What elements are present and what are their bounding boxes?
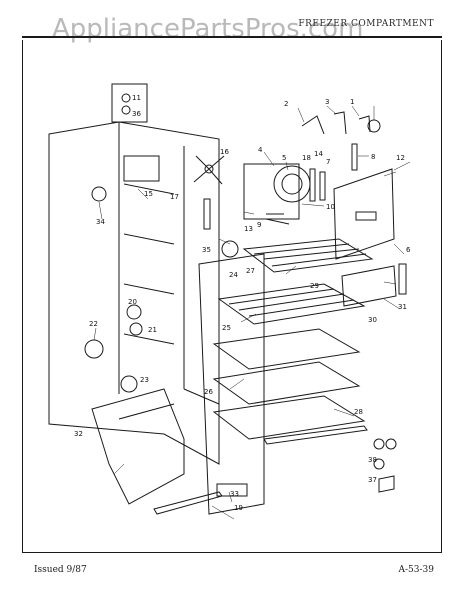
frame-bottom xyxy=(22,552,442,553)
callout-38: 38 xyxy=(368,456,377,464)
frame-right xyxy=(441,40,442,552)
callout-6: 6 xyxy=(406,246,411,254)
callout-1: 1 xyxy=(350,98,354,106)
callout-10: 10 xyxy=(326,203,335,211)
hinge-part xyxy=(91,186,107,202)
callout-7: 7 xyxy=(326,158,330,166)
callout-33: 33 xyxy=(230,490,239,498)
callout-35: 35 xyxy=(202,246,211,254)
callout-15: 15 xyxy=(144,190,153,198)
callout-23: 23 xyxy=(140,376,149,384)
control-parts-box xyxy=(111,83,148,123)
callout-2: 2 xyxy=(284,100,288,108)
callout-27: 27 xyxy=(246,267,255,275)
shelf-wire-upper xyxy=(242,238,374,273)
nameplate xyxy=(216,483,248,497)
trim-strip-1 xyxy=(153,491,223,515)
section-title: FREEZER COMPARTMENT xyxy=(298,19,434,29)
cabinet-body xyxy=(48,121,220,465)
callout-32: 32 xyxy=(74,430,83,438)
callout-12: 12 xyxy=(396,154,405,162)
callout-25: 25 xyxy=(222,324,231,332)
page-code: A-53-39 xyxy=(398,565,435,575)
callout-17: 17 xyxy=(170,193,179,201)
callout-11: 11 xyxy=(132,94,141,102)
callout-8: 8 xyxy=(371,153,375,161)
shelf-wire-lower xyxy=(217,283,366,325)
callout-20: 20 xyxy=(128,298,137,306)
callout-30: 30 xyxy=(368,316,377,324)
callout-36: 36 xyxy=(132,110,141,118)
issued-date: Issued 9/87 xyxy=(34,565,87,575)
storage-bin xyxy=(91,388,185,505)
frame-left xyxy=(22,40,23,552)
callout-18: 18 xyxy=(302,154,311,162)
callout-5: 5 xyxy=(282,154,286,162)
callout-24: 24 xyxy=(229,271,238,279)
callout-37: 37 xyxy=(368,476,377,484)
callout-31: 31 xyxy=(398,303,407,311)
callout-19: 19 xyxy=(234,504,243,512)
callout-14: 14 xyxy=(314,150,323,158)
shelf-glass-2 xyxy=(212,361,361,405)
watermark: AppliancePartsPros.com xyxy=(52,14,364,44)
callout-16: 16 xyxy=(220,148,229,156)
callout-28: 28 xyxy=(354,408,363,416)
callout-22: 22 xyxy=(89,320,98,328)
callout-21: 21 xyxy=(148,326,157,334)
callout-29: 29 xyxy=(310,282,319,290)
exploded-parts-diagram: 1 2 3 4 5 6 7 8 9 10 11 12 13 14 15 16 1… xyxy=(48,83,411,520)
callout-9: 9 xyxy=(257,221,261,229)
trim-strip-2 xyxy=(263,425,368,445)
shelf-glass-1 xyxy=(212,328,361,370)
fan-blade xyxy=(193,155,225,185)
callout-4: 4 xyxy=(258,146,263,154)
header-rule xyxy=(22,36,442,38)
callout-13: 13 xyxy=(244,225,253,233)
shelf-glass-3 xyxy=(212,395,366,440)
pan xyxy=(341,265,397,307)
page-header: AppliancePartsPros.com FREEZER COMPARTME… xyxy=(22,12,442,44)
callout-34: 34 xyxy=(96,218,105,226)
callout-3: 3 xyxy=(325,98,329,106)
callout-26: 26 xyxy=(204,388,213,396)
